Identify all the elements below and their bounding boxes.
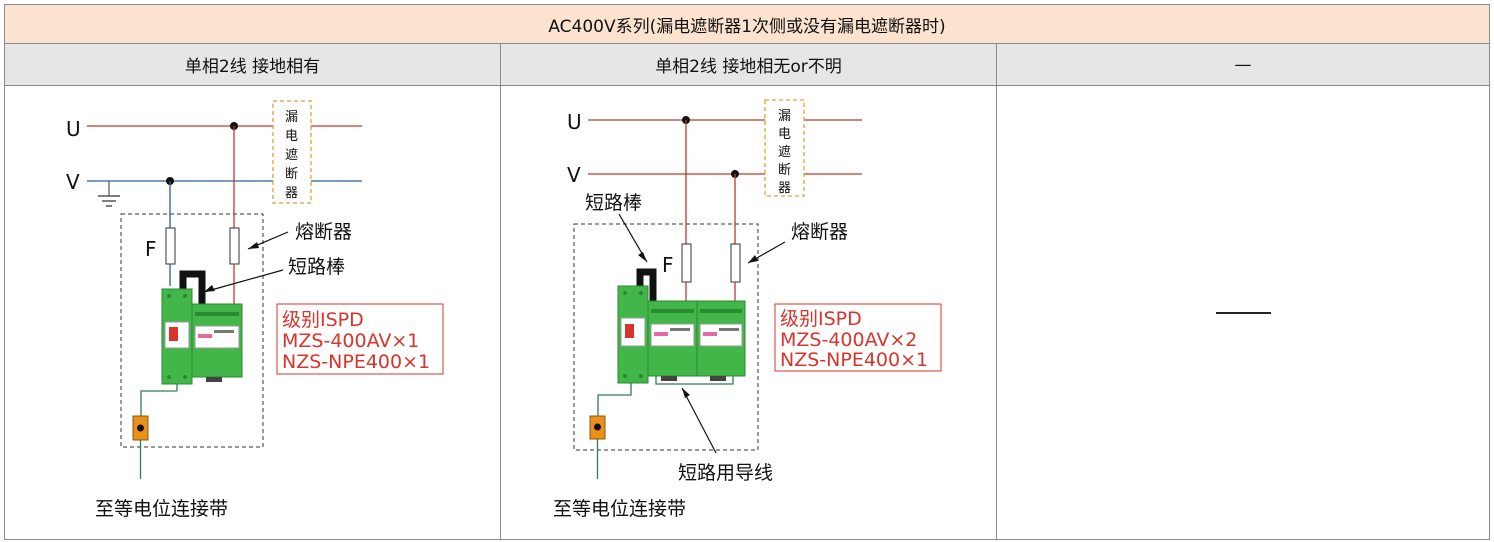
short-wire-callout-line (681, 387, 717, 454)
ground-terminal-dot (137, 424, 144, 432)
fuse-label: F (145, 237, 157, 261)
svg-text:漏: 漏 (285, 109, 298, 125)
spd-module-npe (617, 285, 649, 384)
spec-line-3: NZS-NPE400×1 (282, 351, 430, 373)
fuse-u (681, 243, 692, 283)
diagram-cell-empty (997, 86, 1490, 540)
shorting-bar-label: 短路棒 (585, 192, 642, 214)
spd-enclosure (120, 213, 264, 448)
fuse-callout-label: 熔断器 (791, 221, 848, 243)
column-header-ungrounded: 单相2线 接地相无or不明 (501, 44, 997, 86)
ground-label: 至等电位连接带 (95, 498, 228, 520)
spec-box (276, 303, 444, 375)
diagram-cell-ungrounded: U V 漏 电 遮 断 器 (501, 86, 997, 540)
ground-terminal-dot (594, 423, 601, 431)
fuse-callout-arrow-icon (748, 255, 758, 263)
empty-dash (1216, 312, 1271, 314)
svg-text:电: 电 (778, 127, 791, 142)
spec-line-2: MZS-400AV×2 (780, 329, 917, 351)
spd-module-npe (161, 288, 193, 385)
fuse-callout-label: 熔断器 (295, 221, 352, 243)
av-2-foot (710, 376, 726, 381)
spec-line-2: MZS-400AV×1 (282, 330, 419, 352)
spec-box (774, 303, 942, 372)
svg-text:断: 断 (778, 163, 791, 178)
fuse-label: F (662, 253, 674, 277)
fuse-v (165, 227, 176, 265)
svg-text:遮: 遮 (285, 147, 298, 163)
shorting-bar (636, 268, 657, 302)
svg-text:电: 电 (285, 129, 298, 144)
fuse-callout-arrow-icon (248, 242, 259, 249)
wiring-diagram-grounded: U V 漏 电 遮 断 (66, 100, 444, 520)
earth-icon (98, 181, 120, 207)
short-wire-label: 短路用导线 (678, 462, 773, 484)
phase-v-label: V (66, 170, 80, 194)
svg-text:器: 器 (778, 181, 791, 196)
column-header-row: 单相2线 接地相有 单相2线 接地相无or不明 — (4, 44, 1490, 86)
diagram-cell-grounded: U V 漏 电 遮 断 (4, 86, 501, 540)
wiring-diagram-ungrounded: U V 漏 电 遮 断 器 (553, 99, 942, 520)
svg-text:断: 断 (285, 167, 298, 182)
spd-enclosure (573, 223, 759, 451)
short-wire-arrow-icon (682, 388, 690, 398)
svg-text:遮: 遮 (778, 144, 791, 160)
shorting-bar (179, 270, 206, 304)
ground-label: 至等电位连接带 (553, 498, 686, 520)
diagram-row: U V 漏 电 遮 断 (4, 86, 1490, 540)
shorting-bar-callout-line (203, 269, 284, 293)
phase-u-label: U (66, 117, 81, 141)
breaker-box (764, 99, 805, 197)
spd-module-av-2 (696, 300, 746, 377)
av-1-foot (661, 376, 677, 381)
phase-v-label: V (567, 163, 581, 187)
spec-line-1: 级别ISPD (282, 309, 364, 331)
shorting-bar-arrow-icon (638, 252, 647, 262)
ground-wire-mid (140, 390, 177, 416)
breaker-box (272, 100, 312, 204)
breaker-label: 漏 电 遮 断 器 (778, 108, 791, 196)
ground-wire-top (597, 383, 632, 416)
phase-u-label: U (567, 110, 582, 134)
shorting-bar-label: 短路棒 (288, 256, 345, 278)
spd-module-av-1 (647, 300, 698, 377)
fuse-u (229, 227, 240, 265)
column-header-grounded: 单相2线 接地相有 (4, 44, 501, 86)
shorting-bar-arrow-icon (204, 285, 215, 292)
table-title: AC400V系列(漏电遮断器1次侧或没有漏电遮断器时) (4, 4, 1490, 44)
spd-module-av (191, 303, 243, 382)
spec-line-1: 级别ISPD (780, 308, 862, 330)
spec-line-3: NZS-NPE400×1 (780, 349, 928, 371)
short-wire (655, 376, 734, 385)
breaker-label: 漏 电 遮 断 器 (285, 109, 298, 201)
svg-text:漏: 漏 (778, 108, 791, 124)
column-header-empty: — (997, 44, 1490, 86)
fuse-v (730, 243, 741, 283)
svg-text:器: 器 (285, 186, 298, 201)
